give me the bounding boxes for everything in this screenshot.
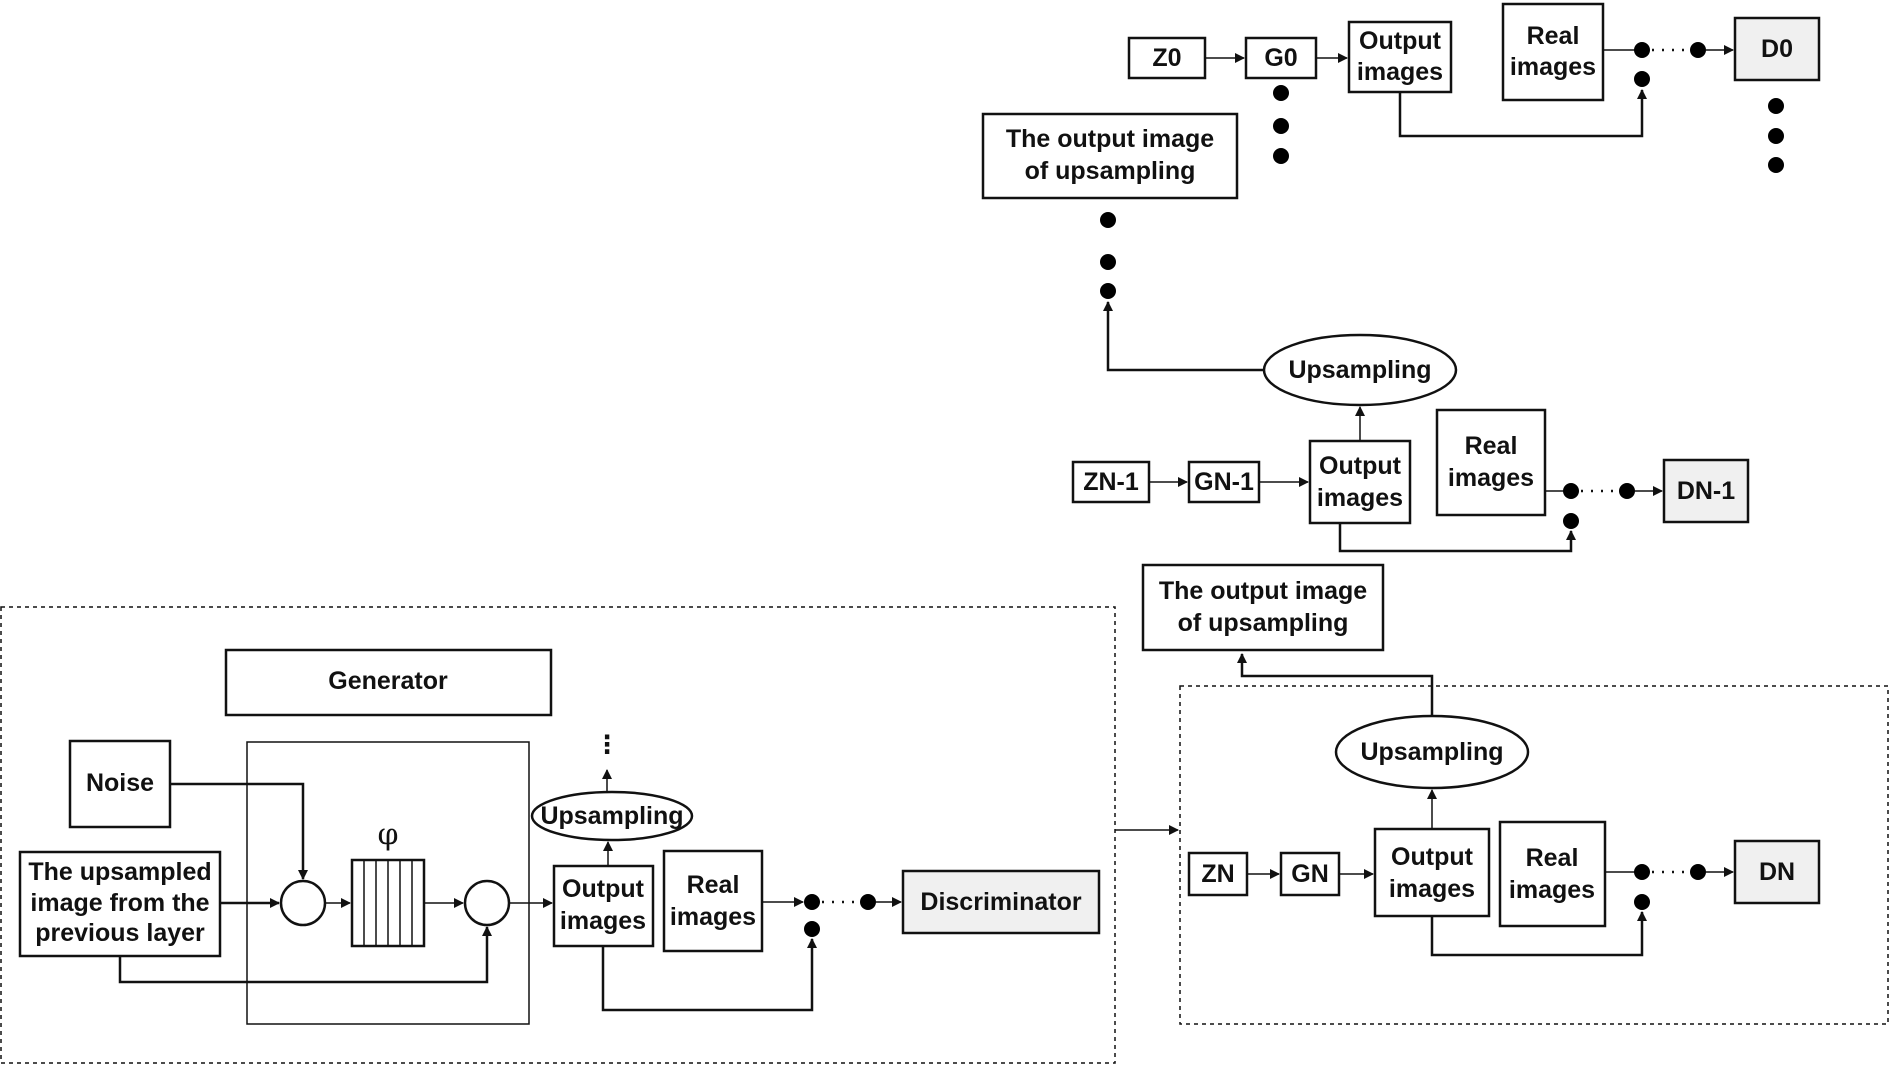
real-images-box-n bbox=[1498, 820, 1607, 928]
gn-label: GN bbox=[1291, 860, 1329, 888]
previous-layer-label-b: image from the bbox=[30, 889, 209, 917]
zn-label: ZN bbox=[1201, 860, 1234, 888]
upsampling-output-upper: The output image of upsampling bbox=[981, 112, 1239, 299]
upsampling-output-label-lower-a: The output image bbox=[1159, 577, 1367, 605]
dn-label: DN bbox=[1759, 858, 1795, 886]
d0-box bbox=[1733, 16, 1821, 82]
scale-n-1: Upsampling ZN-1 GN-1 Output images Real … bbox=[1071, 301, 1750, 553]
real-images-label-detail-a: Real bbox=[687, 871, 740, 899]
upsampling-ellipse-detail bbox=[530, 790, 694, 842]
output-images-label-nb: images bbox=[1389, 875, 1475, 903]
output-images-label-detail-b: images bbox=[560, 907, 646, 935]
upsampling-output-label-upper-b: of upsampling bbox=[1025, 157, 1196, 185]
output-images-label-n1b: images bbox=[1317, 484, 1403, 512]
gn1-label: GN-1 bbox=[1194, 468, 1254, 496]
upsampling-output-label-lower-b: of upsampling bbox=[1178, 609, 1349, 637]
generator-frame bbox=[246, 741, 530, 1025]
d0-label: D0 bbox=[1761, 35, 1793, 63]
real-images-label-0a: Real bbox=[1527, 22, 1580, 50]
detail-region bbox=[0, 606, 1116, 1064]
dn1-box bbox=[1662, 458, 1750, 524]
output-images-box-n bbox=[1373, 827, 1491, 918]
real-images-label-nb: images bbox=[1509, 876, 1595, 904]
upsampling-label-n1: Upsampling bbox=[1288, 356, 1431, 384]
generator-title: Generator bbox=[328, 667, 448, 695]
output-images-label-detail-a: Output bbox=[562, 875, 645, 903]
upsampling-output-lower: The output image of upsampling bbox=[1141, 563, 1385, 652]
z0-box bbox=[1127, 36, 1207, 80]
real-images-label-detail-b: images bbox=[670, 903, 756, 931]
scale-0: Z0 G0 Output images Real images D0 bbox=[1127, 2, 1821, 173]
dn1-label: DN-1 bbox=[1677, 477, 1735, 505]
real-images-box-n1 bbox=[1435, 408, 1547, 517]
upsampling-output-box-lower bbox=[1141, 563, 1385, 652]
real-images-box-0 bbox=[1501, 2, 1605, 102]
previous-layer-label-c: previous layer bbox=[35, 919, 205, 947]
generator-title-box bbox=[224, 648, 553, 717]
output-images-label-0a: Output bbox=[1359, 27, 1442, 55]
discriminator-label: Discriminator bbox=[920, 888, 1081, 916]
real-images-label-na: Real bbox=[1526, 844, 1579, 872]
conv-block bbox=[350, 858, 426, 948]
gn1-box bbox=[1187, 460, 1261, 504]
residual-add-node bbox=[463, 879, 511, 927]
previous-layer-label-a: The upsampled bbox=[28, 858, 211, 886]
output-images-label-n1a: Output bbox=[1319, 452, 1402, 480]
noise-label: Noise bbox=[86, 769, 154, 797]
add-noise-node bbox=[279, 879, 327, 927]
scale-n-region bbox=[1179, 685, 1889, 1025]
upsampling-output-label-upper-a: The output image bbox=[1006, 125, 1214, 153]
g0-label: G0 bbox=[1264, 44, 1297, 72]
upsampling-output-box-upper bbox=[981, 112, 1239, 200]
real-images-box-detail bbox=[662, 849, 764, 953]
zn1-box bbox=[1071, 460, 1151, 504]
dn-box bbox=[1733, 839, 1821, 905]
output-images-box-n1 bbox=[1308, 439, 1412, 525]
phi-symbol: φ bbox=[377, 818, 398, 853]
output-images-box-0 bbox=[1347, 20, 1453, 94]
gn-box bbox=[1279, 851, 1341, 897]
upsampling-continuation-dots: ⋮ bbox=[595, 731, 620, 759]
upsampling-label-n: Upsampling bbox=[1360, 738, 1503, 766]
real-images-label-n1b: images bbox=[1448, 464, 1534, 492]
discriminator-box bbox=[901, 869, 1101, 935]
zn-box bbox=[1187, 851, 1249, 897]
single-scale-detail: Generator Noise The upsampled image from… bbox=[0, 606, 1116, 1064]
zn1-label: ZN-1 bbox=[1083, 468, 1139, 496]
z0-label: Z0 bbox=[1152, 44, 1181, 72]
g0-box bbox=[1244, 36, 1318, 80]
real-images-label-0b: images bbox=[1510, 53, 1596, 81]
output-images-label-na: Output bbox=[1391, 843, 1474, 871]
output-images-label-0b: images bbox=[1357, 58, 1443, 86]
scale-n: Upsampling ZN GN Output images Real imag… bbox=[1179, 653, 1889, 1025]
real-images-label-n1a: Real bbox=[1465, 432, 1518, 460]
upsampling-label-detail: Upsampling bbox=[540, 802, 683, 830]
previous-layer-box bbox=[18, 850, 222, 958]
